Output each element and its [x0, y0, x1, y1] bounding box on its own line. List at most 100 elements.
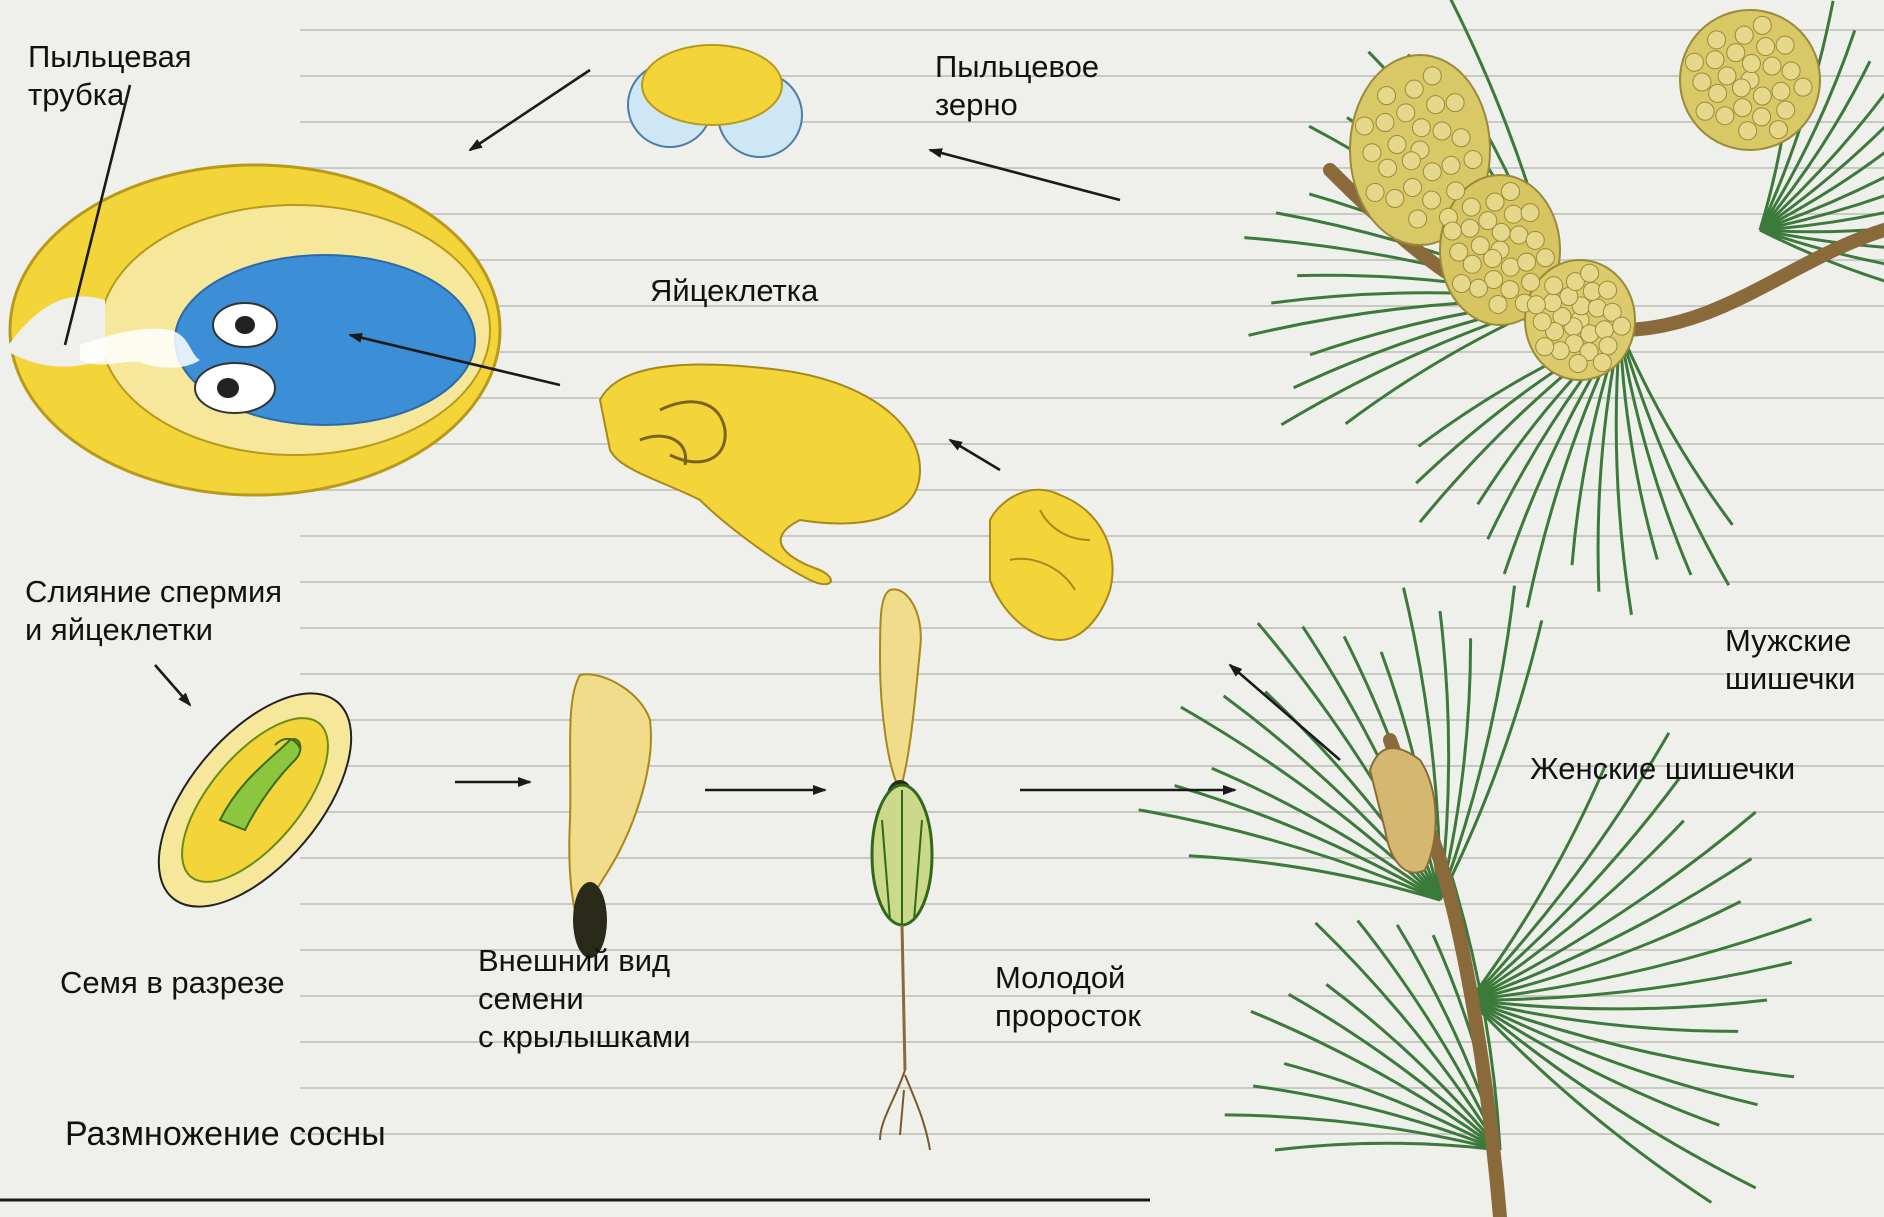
- label-male-cones: Мужские шишечки: [1725, 622, 1855, 698]
- pine-needle: [1620, 330, 1733, 525]
- cone-granule: [1753, 16, 1771, 34]
- cone-granule: [1772, 82, 1790, 100]
- cone-granule: [1777, 101, 1795, 119]
- cone-granule: [1593, 354, 1611, 372]
- cone-granule: [1544, 294, 1562, 312]
- label-seed-section: Семя в разрезе: [60, 964, 285, 1002]
- label-pollen-tube: Пыльцевая трубка: [28, 38, 192, 114]
- cone-granule: [1569, 355, 1587, 373]
- cone-granule: [1753, 108, 1771, 126]
- cone-granule: [1446, 94, 1464, 112]
- cone-granule: [1471, 237, 1489, 255]
- cone-granule: [1685, 53, 1703, 71]
- cone-granule: [1442, 156, 1460, 174]
- label-seedling: Молодой проросток: [995, 959, 1141, 1035]
- cone-granule: [1536, 338, 1554, 356]
- label-fusion: Слияние спермия и яйцеклетки: [25, 573, 282, 649]
- cone-granule: [1753, 87, 1771, 105]
- cone-granule: [1727, 44, 1745, 62]
- cone-granule: [1402, 152, 1420, 170]
- cone-granule: [1522, 273, 1540, 291]
- cone-granule: [1502, 258, 1520, 276]
- cone-granule: [1782, 62, 1800, 80]
- cone-granule: [1452, 274, 1470, 292]
- pollen-grain-drawing: [628, 45, 802, 157]
- cone-granule: [1486, 193, 1504, 211]
- cone-granule: [1706, 51, 1724, 69]
- cone-granule: [1412, 119, 1430, 137]
- cone-granule: [1527, 296, 1545, 314]
- cone-granule: [1363, 144, 1381, 162]
- cone-granule: [1708, 31, 1726, 49]
- male-cone-cluster: [1350, 10, 1820, 380]
- cone-granule: [1518, 253, 1536, 271]
- cone-granule: [1447, 182, 1465, 200]
- cone-granule: [1718, 67, 1736, 85]
- cone-granule: [1366, 183, 1384, 201]
- cone-granule: [1794, 78, 1812, 96]
- cone-granule: [1501, 281, 1519, 299]
- cone-granule: [1489, 295, 1507, 313]
- label-female-cones: Женские шишечки: [1530, 750, 1795, 788]
- cone-granule: [1479, 212, 1497, 230]
- cone-granule: [1427, 96, 1445, 114]
- cone-granule: [1734, 99, 1752, 117]
- cone-granule: [1464, 151, 1482, 169]
- cone-granule: [1423, 191, 1441, 209]
- cone-granule: [1693, 73, 1711, 91]
- cone-granule: [1376, 113, 1394, 131]
- cone-granule: [1599, 281, 1617, 299]
- cone-granule: [1709, 84, 1727, 102]
- cone-granule: [1405, 80, 1423, 98]
- cone-granule: [1378, 87, 1396, 105]
- cone-granule: [1526, 231, 1544, 249]
- cone-granule: [1696, 102, 1714, 120]
- cone-granule: [1510, 226, 1528, 244]
- pine-branch: [1139, 0, 1884, 1217]
- cone-granule: [1595, 321, 1613, 339]
- cone-granule: [1443, 222, 1461, 240]
- cone-granule: [1504, 205, 1522, 223]
- cone-granule: [1613, 317, 1631, 335]
- pine-needle: [1470, 1000, 1767, 1009]
- cone-granule: [1769, 121, 1787, 139]
- diagram-title: Размножение сосны: [65, 1115, 386, 1153]
- cone-granule: [1404, 178, 1422, 196]
- cone-granule: [1386, 189, 1404, 207]
- cone-granule: [1423, 163, 1441, 181]
- seed-section-drawing: [123, 660, 387, 940]
- cone-granule: [1452, 129, 1470, 147]
- cone-granule: [1433, 122, 1451, 140]
- cone-granule: [1757, 38, 1775, 56]
- cone-granule: [1379, 159, 1397, 177]
- cone-granule: [1739, 122, 1757, 140]
- cone-granule: [1461, 219, 1479, 237]
- cone-granule: [1776, 36, 1794, 54]
- cone-granule: [1732, 79, 1750, 97]
- cone-granule: [1388, 135, 1406, 153]
- cone-granule: [1742, 55, 1760, 73]
- cone-granule: [1545, 277, 1563, 295]
- pine-needle: [1275, 1143, 1500, 1150]
- cone-granule: [1423, 67, 1441, 85]
- cone-granule: [1409, 210, 1427, 228]
- cone-granule: [1502, 183, 1520, 201]
- cone-granule: [1533, 313, 1551, 331]
- cone-granule: [1551, 342, 1569, 360]
- label-pollen-grain: Пыльцевое зерно: [935, 48, 1099, 124]
- winged-seed-drawing: [569, 674, 651, 958]
- label-seed-outer: Внешний вид семени с крылышками: [478, 942, 691, 1056]
- ovule-cross-section: [5, 165, 500, 495]
- cone-granule: [1716, 107, 1734, 125]
- cone-granule: [1355, 117, 1373, 135]
- cone-granule: [1397, 104, 1415, 122]
- label-egg-cell: Яйцеклетка: [650, 272, 818, 310]
- cone-granule: [1450, 243, 1468, 261]
- cone-granule: [1763, 57, 1781, 75]
- cone-granule: [1462, 198, 1480, 216]
- cone-granule: [1599, 337, 1617, 355]
- cone-granule: [1469, 279, 1487, 297]
- cone-granule: [1536, 249, 1554, 267]
